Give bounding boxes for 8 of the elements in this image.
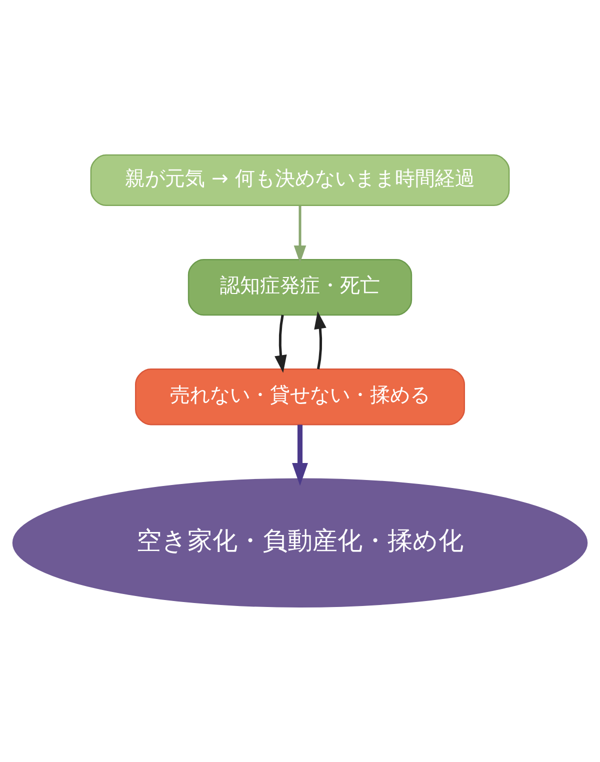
node-box: 認知症発症・死亡: [188, 258, 412, 316]
node-ellipse: 空き家化・負動産化・揉め化: [12, 478, 588, 608]
arrow: [292, 424, 308, 486]
node-box: 親が元気 → 何も決めないまま時間経過: [90, 154, 510, 206]
arrow: [274, 314, 287, 373]
node-box: 売れない・貸せない・揉める: [135, 368, 465, 426]
arrow: [294, 206, 306, 264]
arrow: [314, 311, 326, 370]
